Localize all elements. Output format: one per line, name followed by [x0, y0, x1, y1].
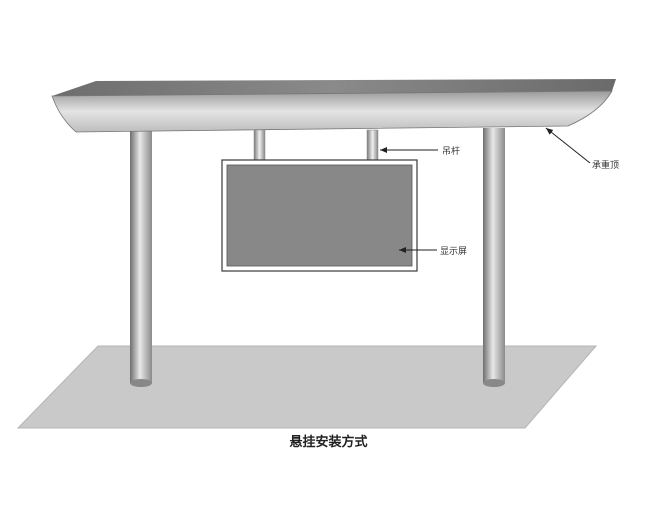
right-pillar [483, 128, 505, 387]
display-label: 显示屏 [440, 247, 468, 257]
roof [51, 79, 616, 133]
roof-label: 承重顶 [592, 161, 620, 171]
hanger-label: 吊杆 [442, 147, 461, 157]
diagram-caption: 悬挂安装方式 [289, 435, 368, 450]
ground-slab [16, 345, 598, 429]
roof-pointer [545, 127, 591, 164]
display-screen [221, 159, 418, 272]
hanger-rod-right [366, 129, 379, 165]
left-pillar [130, 128, 152, 387]
hanger-rod-left [253, 129, 266, 165]
